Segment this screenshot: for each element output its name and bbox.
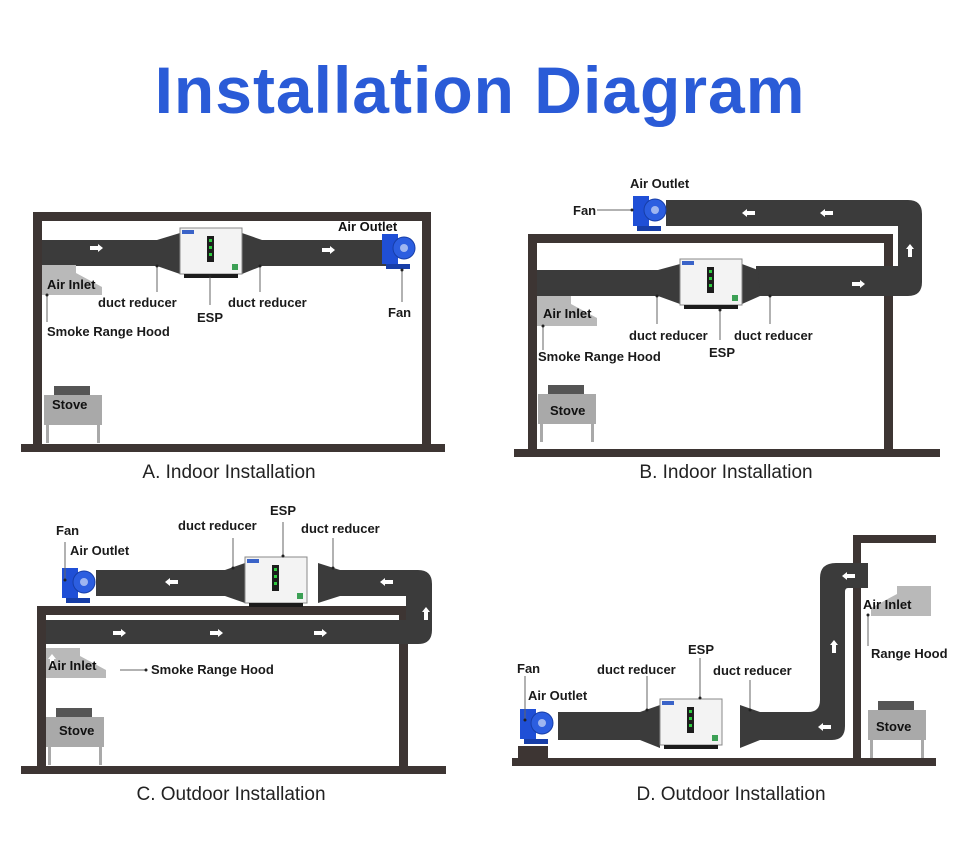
smoke-range-hood-label: Smoke Range Hood — [538, 349, 661, 364]
building-wall — [853, 535, 861, 760]
caption-b: B. Indoor Installation — [639, 462, 812, 483]
stove-label: Stove — [550, 403, 585, 418]
range-hood-label: Range Hood — [871, 646, 948, 661]
caption-d: D. Outdoor Installation — [636, 784, 825, 805]
stove-label: Stove — [876, 719, 911, 734]
duct — [558, 705, 660, 748]
floor — [514, 449, 940, 457]
fan-label: Fan — [573, 203, 596, 218]
fan-label: Fan — [517, 661, 540, 676]
esp-label: ESP — [688, 642, 714, 657]
fan-unit — [61, 567, 96, 604]
duct — [742, 264, 760, 304]
panel-a: Air Outlet Air Inlet duct reducer duct r… — [21, 212, 445, 483]
stove — [44, 386, 102, 443]
panel-d: Fan Air Outlet duct reducer ESP duct red… — [512, 535, 948, 805]
air-inlet-label: Air Inlet — [48, 658, 97, 673]
right-wall — [422, 212, 431, 450]
smoke-range-hood-label: Smoke Range Hood — [151, 662, 274, 677]
duct — [42, 233, 180, 274]
duct-reducer-label: duct reducer — [228, 295, 307, 310]
duct — [666, 200, 922, 296]
ceiling — [528, 234, 893, 243]
stove-label: Stove — [52, 397, 87, 412]
air-outlet-label: Air Outlet — [70, 543, 130, 558]
left-wall — [33, 212, 42, 450]
ground — [512, 758, 936, 766]
page-title: Installation Diagram — [154, 53, 806, 127]
esp-unit — [679, 258, 743, 310]
duct — [46, 563, 432, 644]
duct-reducer-label: duct reducer — [98, 295, 177, 310]
duct — [537, 264, 680, 304]
fan-unit — [632, 195, 667, 232]
duct — [242, 233, 388, 274]
duct-reducer-label: duct reducer — [301, 521, 380, 536]
fan-label: Fan — [56, 523, 79, 538]
esp-unit — [659, 698, 723, 750]
duct-reducer-label: duct reducer — [597, 662, 676, 677]
esp-label: ESP — [197, 310, 223, 325]
duct-reducer-label: duct reducer — [178, 518, 257, 533]
left-wall — [528, 234, 537, 450]
esp-label: ESP — [709, 345, 735, 360]
duct-reducer-label: duct reducer — [713, 663, 792, 678]
air-inlet-label: Air Inlet — [863, 597, 912, 612]
esp-label: ESP — [270, 503, 296, 518]
esp-unit — [244, 556, 308, 608]
floor — [21, 444, 445, 452]
caption-a: A. Indoor Installation — [142, 462, 315, 483]
air-outlet-label: Air Outlet — [338, 219, 398, 234]
air-outlet-label: Air Outlet — [528, 688, 588, 703]
fan-label: Fan — [388, 305, 411, 320]
roof — [37, 606, 408, 615]
panel-c: Fan Air Outlet duct reducer ESP duct red… — [21, 503, 446, 805]
air-inlet-label: Air Inlet — [543, 306, 592, 321]
right-wall — [884, 234, 893, 450]
floor — [21, 766, 446, 774]
duct-reducer-label: duct reducer — [629, 328, 708, 343]
stove-label: Stove — [59, 723, 94, 738]
air-inlet-label: Air Inlet — [47, 277, 96, 292]
esp-unit — [179, 227, 243, 279]
roof — [853, 535, 936, 543]
fan-unit — [381, 233, 416, 270]
right-wall — [399, 606, 408, 770]
caption-c: C. Outdoor Installation — [136, 784, 325, 805]
fan-base — [518, 746, 548, 758]
ceiling — [33, 212, 431, 221]
duct-reducer-label: duct reducer — [734, 328, 813, 343]
panel-b: Air Outlet Fan Air Inlet duct reducer du… — [514, 176, 940, 483]
left-wall — [37, 606, 46, 770]
air-outlet-label: Air Outlet — [630, 176, 690, 191]
smoke-range-hood-label: Smoke Range Hood — [47, 324, 170, 339]
duct — [740, 563, 868, 748]
